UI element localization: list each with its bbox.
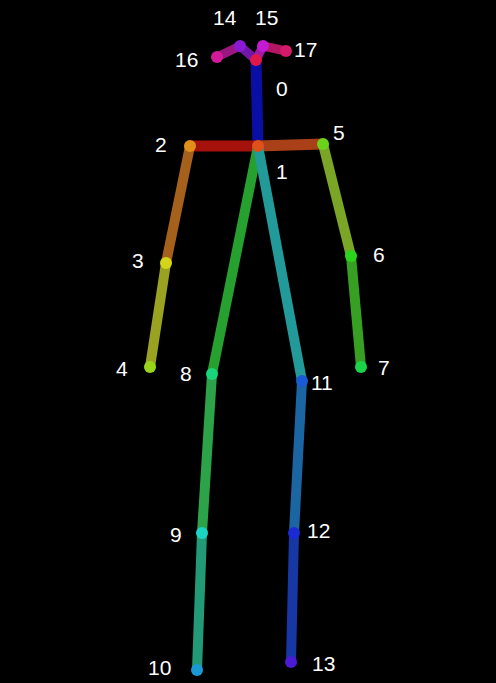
keypoint-number: 0 bbox=[276, 77, 288, 101]
keypoint-number: 4 bbox=[116, 357, 128, 381]
keypoint bbox=[234, 40, 246, 52]
limb bbox=[294, 381, 302, 533]
limb bbox=[256, 60, 258, 146]
limb bbox=[190, 141, 258, 152]
limb bbox=[323, 144, 351, 256]
limb bbox=[258, 146, 302, 381]
keypoint-number: 5 bbox=[333, 121, 345, 145]
keypoint bbox=[285, 656, 297, 668]
keypoint bbox=[250, 54, 262, 66]
keypoint-number: 17 bbox=[294, 38, 317, 62]
keypoint bbox=[252, 140, 264, 152]
keypoint bbox=[144, 361, 156, 373]
keypoint-number: 13 bbox=[312, 652, 335, 676]
keypoint bbox=[257, 40, 269, 52]
keypoints bbox=[144, 40, 367, 676]
keypoint-number: 7 bbox=[378, 356, 390, 380]
keypoint-number: 8 bbox=[180, 362, 192, 386]
keypoint bbox=[288, 527, 300, 539]
limb bbox=[258, 144, 323, 146]
keypoint bbox=[345, 250, 357, 262]
keypoint-number: 10 bbox=[148, 656, 171, 680]
limb bbox=[150, 263, 166, 367]
keypoint bbox=[160, 257, 172, 269]
keypoint-number: 2 bbox=[155, 133, 167, 157]
limb bbox=[291, 533, 294, 662]
keypoint bbox=[206, 368, 218, 380]
keypoint-number: 3 bbox=[132, 249, 144, 273]
keypoint bbox=[196, 527, 208, 539]
keypoint-number: 16 bbox=[175, 48, 198, 72]
limb bbox=[212, 146, 258, 374]
keypoint-number: 12 bbox=[307, 519, 330, 543]
keypoint-number: 11 bbox=[311, 371, 333, 395]
keypoint-number: 15 bbox=[255, 6, 278, 30]
keypoint bbox=[184, 140, 196, 152]
limb bbox=[202, 374, 212, 533]
keypoint-number: 14 bbox=[213, 6, 236, 30]
keypoint bbox=[296, 375, 308, 387]
limb bbox=[351, 256, 361, 367]
keypoint bbox=[280, 45, 292, 57]
keypoint bbox=[355, 361, 367, 373]
keypoint-number: 6 bbox=[373, 243, 385, 267]
limbs bbox=[150, 46, 361, 670]
keypoint bbox=[191, 664, 203, 676]
limb bbox=[197, 533, 202, 670]
keypoint-number: 9 bbox=[170, 523, 182, 547]
keypoint bbox=[317, 138, 329, 150]
keypoint bbox=[211, 51, 223, 63]
limb bbox=[166, 146, 190, 263]
keypoint-number: 1 bbox=[276, 160, 288, 184]
